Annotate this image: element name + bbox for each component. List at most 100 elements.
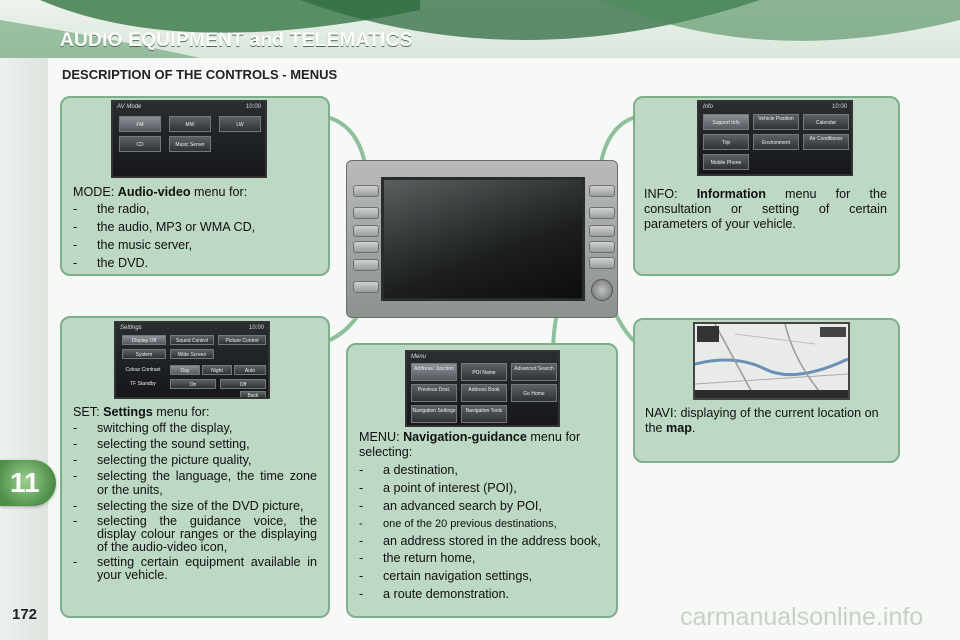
menu-screen: Menu Address/ Junction POI Name Advanced… xyxy=(405,350,560,427)
set-description: SET: Settings menu for: switching off th… xyxy=(73,405,317,582)
vol-up-hard-button[interactable] xyxy=(353,225,379,237)
info-screen-button: Air Conditioner xyxy=(803,134,849,150)
navi-description: NAVI: displaying of the current location… xyxy=(645,406,890,436)
menu-description: MENU: Navigation-guidance menu for selec… xyxy=(359,430,605,605)
navi-suffix: . xyxy=(691,421,696,435)
settings-screen-label: TF Standby xyxy=(130,381,156,387)
settings-screen-time: 10:00 xyxy=(248,325,264,331)
power-hard-button[interactable] xyxy=(353,259,379,271)
section-title: DESCRIPTION OF THE CONTROLS - MENUS xyxy=(62,67,338,82)
navi-prefix: NAVI: displaying of the current location… xyxy=(645,406,879,435)
set-hard-button[interactable] xyxy=(353,281,379,293)
list-item: selecting the guidance voice, the displa… xyxy=(73,515,317,554)
list-item: a destination, xyxy=(359,463,605,478)
settings-screen-button: Back xyxy=(240,391,266,397)
mode-suffix: menu for: xyxy=(190,185,248,199)
unit-screen xyxy=(381,177,585,301)
map-drawing xyxy=(695,324,848,398)
settings-screen-button: Sound Control xyxy=(170,335,214,345)
list-item: selecting the size of the DVD picture, xyxy=(73,499,317,513)
info-screen-title: Info xyxy=(703,104,714,110)
info-screen-button: Support Info xyxy=(703,114,749,130)
page-title: AUDIO EQUIPMENT and TELEMATICS xyxy=(60,30,413,51)
menu-hard-button[interactable] xyxy=(589,225,615,237)
set-prefix: SET: xyxy=(73,405,104,419)
info-hard-button[interactable] xyxy=(589,185,615,197)
mode-screen-button: FM xyxy=(119,116,161,132)
info-screen-button: Trip xyxy=(703,134,749,150)
mode-hard-button[interactable] xyxy=(353,185,379,197)
list-item: one of the 20 previous destinations, xyxy=(359,517,605,532)
info-description: INFO: Information menu for the consultat… xyxy=(644,187,887,232)
mode-screen-time: 10:00 xyxy=(245,104,261,110)
settings-screen-label: Colour Contrast xyxy=(125,367,161,373)
list-item: the DVD. xyxy=(73,256,323,271)
info-suffix: menu for the consultation or setting of … xyxy=(644,187,887,231)
mode-prefix: MODE: xyxy=(73,185,118,199)
menu-suffix: menu for selecting: xyxy=(359,430,581,459)
menu-screen-button: Previous Dest. xyxy=(411,384,457,402)
page-number: 172 xyxy=(12,606,38,623)
enter-knob[interactable] xyxy=(591,279,613,301)
list-item: selecting the language, the time zone or… xyxy=(73,469,317,497)
chapter-tab: 11 xyxy=(0,460,56,506)
navi-hard-button[interactable] xyxy=(589,207,615,219)
settings-screen-button: Display Off xyxy=(122,335,166,345)
settings-screen-button: Off xyxy=(220,379,266,389)
settings-screen-title: Settings xyxy=(120,325,142,331)
mode-name: Audio-video xyxy=(117,185,191,199)
info-screen-button: Calendar xyxy=(803,114,849,130)
set-name: Settings xyxy=(103,405,153,419)
info-name: Information xyxy=(696,187,766,201)
audio-hard-button[interactable] xyxy=(353,207,379,219)
list-item: selecting the picture quality, xyxy=(73,453,317,467)
settings-screen-button: Auto xyxy=(234,365,266,375)
list-item: switching off the display, xyxy=(73,421,317,435)
menu-screen-title: Menu xyxy=(411,354,427,360)
menu-screen-button: Address Book xyxy=(461,384,507,402)
settings-screen-button: Night xyxy=(202,365,232,375)
list-item: certain navigation settings, xyxy=(359,569,605,584)
settings-screen: Settings 10:00 Display Off Sound Control… xyxy=(114,321,270,399)
menu-screen-button: Address/ Junction xyxy=(411,363,457,381)
chapter-number: 11 xyxy=(10,467,40,498)
list-item: an address stored in the address book, xyxy=(359,535,605,548)
menu-screen-button: Navigation Tools xyxy=(461,405,507,423)
settings-screen-button: Day xyxy=(170,365,200,375)
list-item: the return home, xyxy=(359,551,605,566)
mode-description: MODE: Audio-video menu for: the radio, t… xyxy=(73,185,323,274)
menu-name: Navigation-guidance xyxy=(403,430,527,444)
mode-screen-button: Music Server xyxy=(169,136,211,152)
multimedia-unit xyxy=(346,160,618,318)
menu-screen-button: Navigation Settings xyxy=(411,405,457,423)
settings-screen-button: Wide Screen xyxy=(170,349,214,359)
menu-screen-button: Advanced Search xyxy=(511,363,557,381)
list-item: setting certain equipment available in y… xyxy=(73,556,317,582)
zoom-in-hard-button[interactable] xyxy=(589,241,615,253)
set-suffix: menu for: xyxy=(152,405,210,419)
settings-screen-button: Picture Control xyxy=(218,335,266,345)
list-item: the radio, xyxy=(73,202,323,217)
info-prefix: INFO: xyxy=(644,187,697,201)
left-margin-band xyxy=(0,58,48,640)
settings-screen-button: On xyxy=(170,379,216,389)
list-item: an advanced search by POI, xyxy=(359,499,605,514)
info-screen-button: Mobile Phone xyxy=(703,154,749,170)
info-screen: Info 10:00 Support Info Vehicle Position… xyxy=(697,100,853,176)
zoom-out-hard-button[interactable] xyxy=(589,257,615,269)
info-screen-button: Environment xyxy=(753,134,799,150)
watermark: carmanualsonline.info xyxy=(680,603,924,631)
list-item: a route demonstration. xyxy=(359,587,605,602)
mode-screen-button: CD xyxy=(119,136,161,152)
info-screen-button: Vehicle Position xyxy=(753,114,799,130)
list-item: the music server, xyxy=(73,238,323,253)
mode-screen: AV Mode 10:00 FM MW LW CD Music Server xyxy=(111,100,267,178)
mode-screen-button: MW xyxy=(169,116,211,132)
vol-down-hard-button[interactable] xyxy=(353,241,379,253)
mode-screen-title: AV Mode xyxy=(117,104,142,110)
list-item: the audio, MP3 or WMA CD, xyxy=(73,220,323,235)
info-screen-time: 10:00 xyxy=(831,104,847,110)
navi-name: map xyxy=(666,421,692,435)
menu-screen-button: Go Home xyxy=(511,384,557,402)
list-item: a point of interest (POI), xyxy=(359,481,605,496)
